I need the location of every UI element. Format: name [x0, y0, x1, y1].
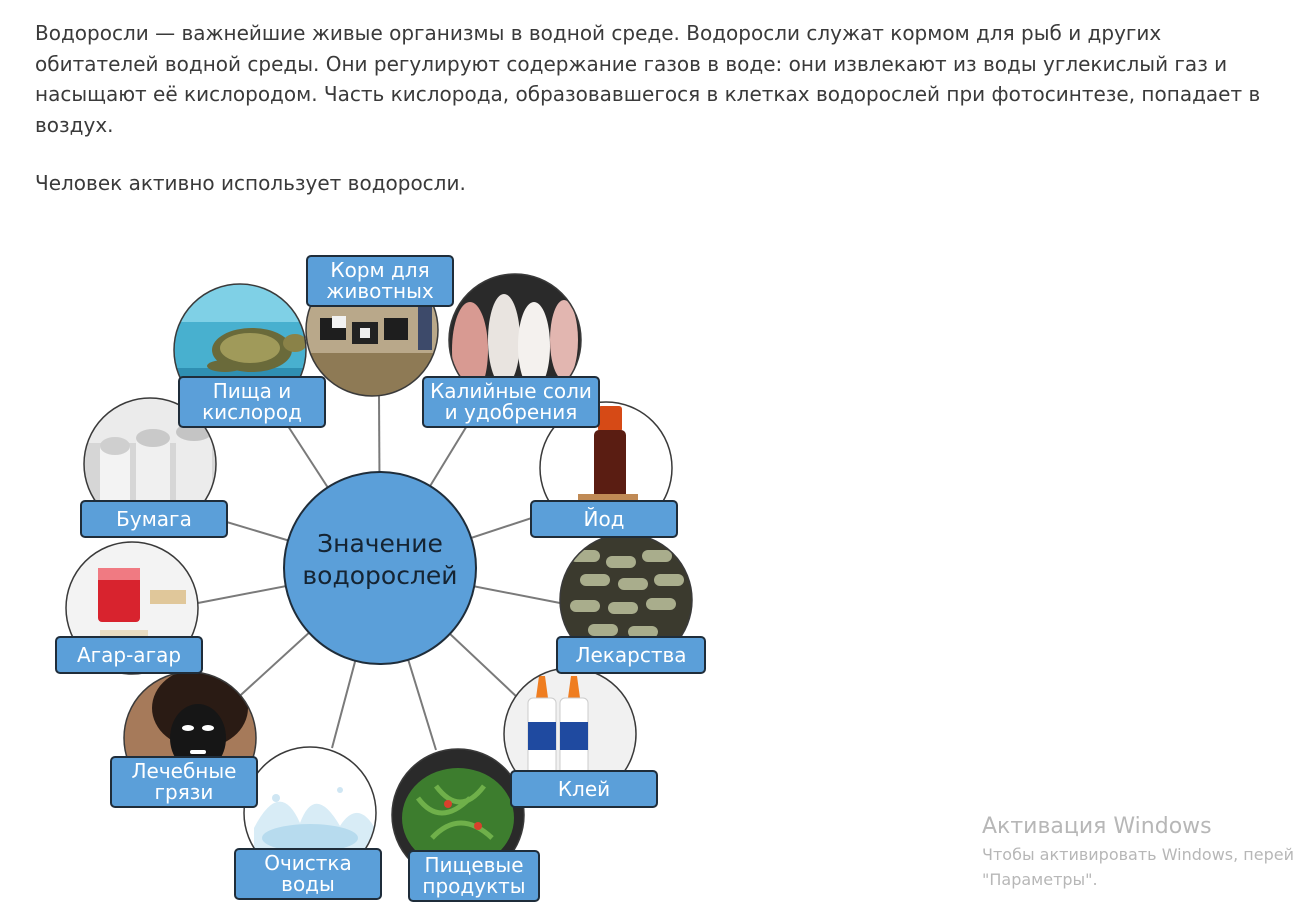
label-feed-line-1: Корм для [330, 258, 430, 282]
center-circle [283, 471, 477, 665]
label-mud-line-1: Лечебные [131, 759, 237, 783]
label-paper: Бумага [80, 500, 228, 538]
label-medicine-text: Лекарства [575, 642, 687, 667]
label-agar-text: Агар-агар [76, 642, 182, 667]
mud-mask-face-image [123, 671, 257, 805]
diagram-center-title: Значение водорослей [282, 528, 478, 592]
label-agar: Агар-агар [55, 636, 203, 674]
windows-activation-watermark: Активация Windows Чтобы активировать Win… [982, 812, 1294, 892]
label-water-line-2: воды [281, 872, 335, 896]
label-foodstuff-line-2: продукты [422, 874, 526, 898]
watermark-title: Активация Windows [982, 814, 1212, 839]
label-food-oxygen-line-1: Пища и [212, 379, 292, 403]
center-title-line-1: Значение [317, 529, 443, 558]
label-glue-text: Клей [557, 776, 611, 801]
label-iodine-text: Йод [583, 506, 625, 531]
label-foodstuff-line-1: Пищевые [424, 853, 524, 877]
label-iodine: Йод [530, 500, 678, 538]
label-mud-line-2: грязи [154, 780, 214, 804]
label-feed-line-2: животных [326, 279, 434, 303]
usage-sentence: Человек активно использует водоросли. [35, 171, 466, 195]
label-medicine: Лекарства [556, 636, 706, 674]
label-paper-text: Бумага [116, 506, 192, 531]
label-glue: Клей [510, 770, 658, 808]
label-potash-line-1: Калийные соли [430, 379, 592, 403]
label-food-oxygen-line-2: кислород [202, 400, 302, 424]
watermark-subtitle-line-2: "Параметры". [982, 870, 1098, 889]
watermark-subtitle-line-1: Чтобы активировать Windows, перейдите в … [982, 845, 1294, 864]
intro-paragraph: Водоросли — важнейшие живые организмы в … [35, 21, 1261, 137]
label-water-line-1: Очистка [264, 851, 352, 875]
center-title-line-2: водорослей [302, 561, 458, 590]
label-potash-line-2: и удобрения [444, 400, 578, 424]
